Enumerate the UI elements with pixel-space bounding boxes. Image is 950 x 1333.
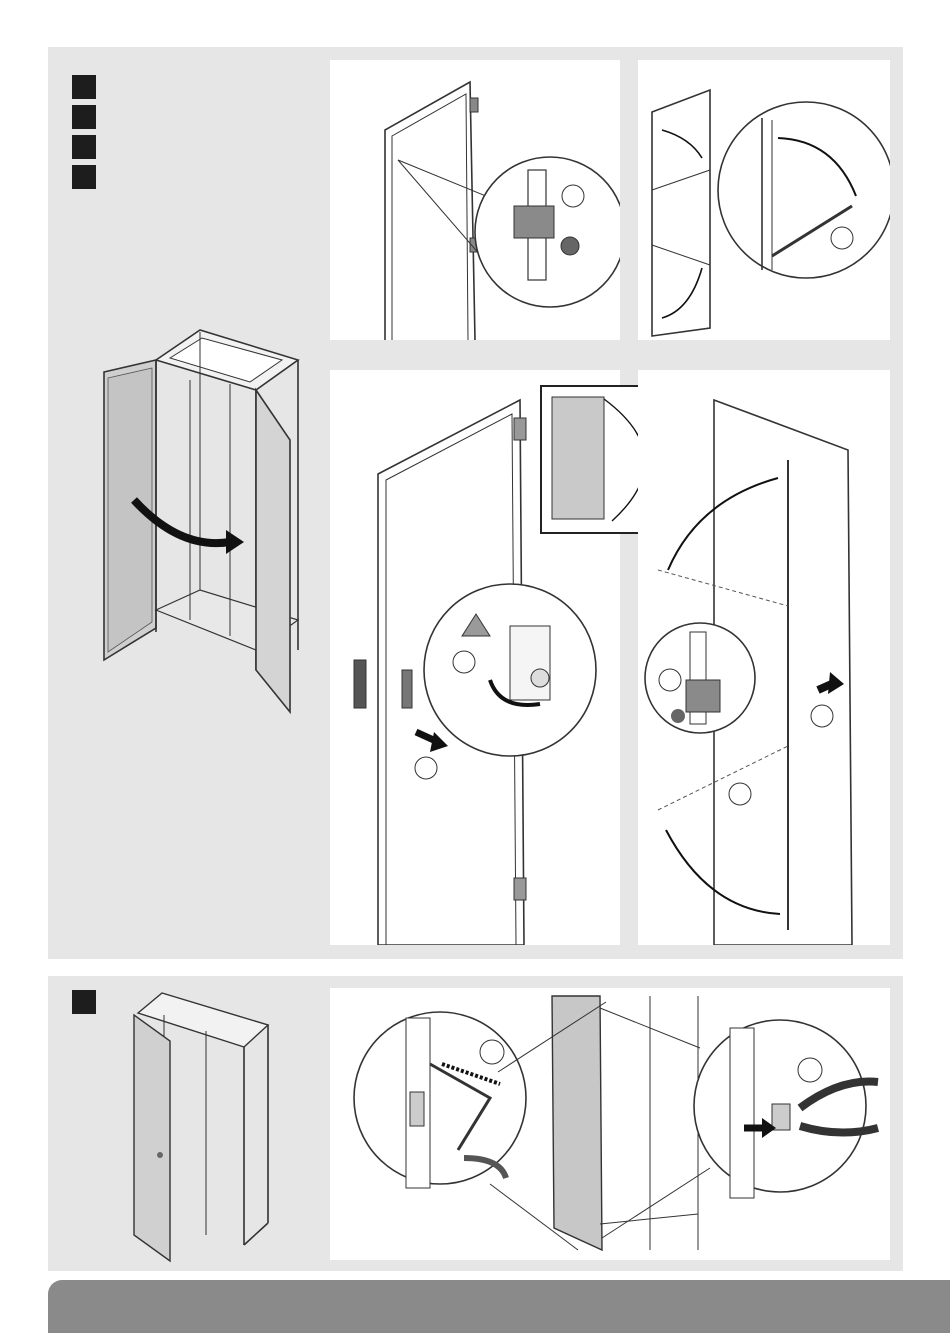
door-hinge-detail-illustration xyxy=(330,60,620,340)
step-marker-3 xyxy=(72,135,96,159)
footer-bar xyxy=(48,1280,950,1333)
cut-detail-box xyxy=(330,988,890,1260)
locking-rod-assembly-illustration xyxy=(638,370,890,945)
hinge-detail-box xyxy=(330,60,620,340)
step-marker-4 xyxy=(72,165,96,189)
door-swing-box xyxy=(638,60,890,340)
door-swing-arc-illustration xyxy=(638,60,890,340)
cabinet-open-doors-illustration xyxy=(90,320,310,720)
rod-assembly-box xyxy=(638,370,890,945)
pliers-break-tab-illustration xyxy=(330,988,890,1260)
step-marker-5 xyxy=(72,990,96,1014)
step-marker-1 xyxy=(72,75,96,99)
step-marker-2 xyxy=(72,105,96,129)
small-cabinet-illustration xyxy=(120,985,280,1265)
